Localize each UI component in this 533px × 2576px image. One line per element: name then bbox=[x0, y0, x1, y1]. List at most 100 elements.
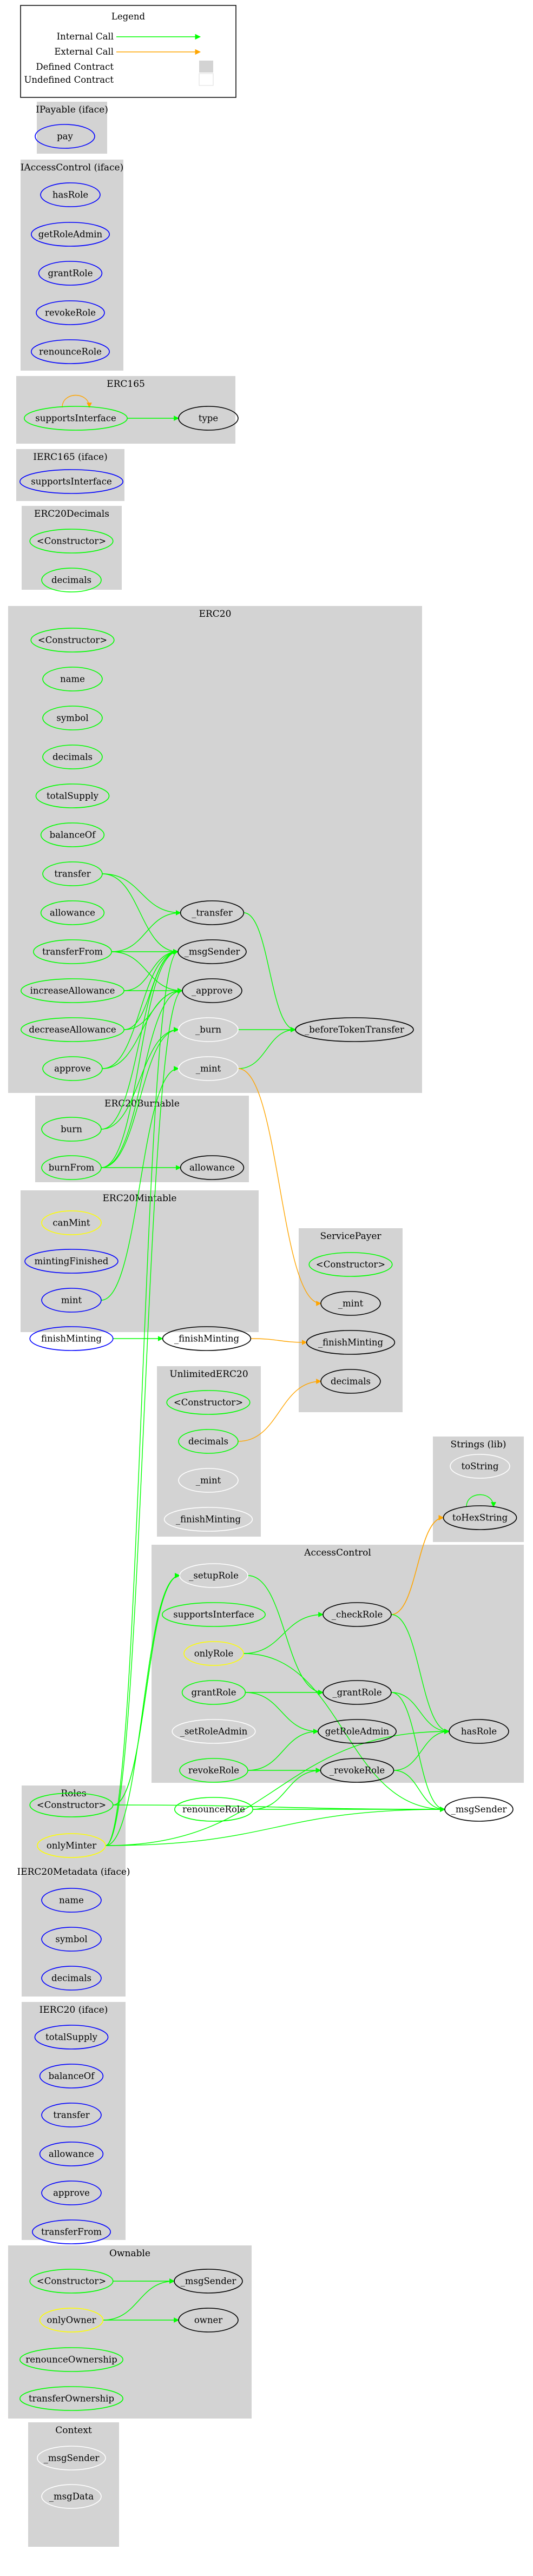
node-erc20mintable-finishminting[interactable]: finishMinting bbox=[29, 1326, 114, 1351]
node-context-msgsender[interactable]: _msgSender bbox=[37, 2446, 106, 2470]
node-erc20burnable-burnfrom[interactable]: burnFrom bbox=[41, 1155, 102, 1180]
node-ownable-renounceownership[interactable]: renounceOwnership bbox=[19, 2347, 123, 2372]
node-label: decimals bbox=[52, 752, 93, 762]
cluster-unlimitederc20: UnlimitedERC20 bbox=[157, 1366, 261, 1537]
node-ierc20-balanceof[interactable]: balanceOf bbox=[39, 2064, 104, 2089]
edge-11 bbox=[102, 949, 179, 1069]
node-erc165-type[interactable]: type bbox=[178, 406, 239, 431]
node-erc20-decimals[interactable]: decimals bbox=[42, 745, 103, 769]
node-erc20-constructor[interactable]: <Constructor> bbox=[30, 628, 115, 653]
node-ellipse bbox=[178, 1056, 239, 1081]
edge-6 bbox=[111, 951, 183, 993]
node-ellipse bbox=[19, 2386, 123, 2411]
node-ierc20-transfer[interactable]: transfer bbox=[41, 2103, 102, 2127]
node-erc20burnable-allowance[interactable]: allowance bbox=[180, 1155, 245, 1180]
node-erc20burnable-burn[interactable]: burn bbox=[41, 1117, 102, 1142]
node-iaccesscontrol-revokerole[interactable]: revokeRole bbox=[36, 300, 105, 325]
node-accesscontrol-revokerole[interactable]: _revokeRole bbox=[320, 1758, 394, 1783]
node-ownable-msgsender[interactable]: _msgSender bbox=[174, 2269, 243, 2294]
node-strings-tohexstring[interactable]: toHexString bbox=[443, 1505, 517, 1530]
node-erc20-name[interactable]: name bbox=[42, 667, 103, 691]
node-erc20-allowance[interactable]: allowance bbox=[40, 900, 105, 925]
edge-32 bbox=[243, 1653, 445, 1812]
node-ierc20-allowance[interactable]: allowance bbox=[39, 2142, 104, 2166]
edge-25 bbox=[251, 1338, 307, 1345]
node-ownable-transferownership[interactable]: transferOwnership bbox=[19, 2386, 123, 2411]
node-unlimitederc20-mint[interactable]: _mint bbox=[178, 1468, 239, 1493]
node-erc20-beforetokentransfer[interactable]: _beforeTokenTransfer bbox=[295, 1017, 414, 1042]
node-ierc165-supportsinterface[interactable]: supportsInterface bbox=[19, 469, 123, 494]
node-accesscontrol-msgsender[interactable]: _msgSender bbox=[444, 1797, 514, 1822]
node-servicepayer-constructor[interactable]: <Constructor> bbox=[308, 1252, 393, 1277]
node-context-msgdata[interactable]: _msgData bbox=[41, 2484, 102, 2509]
node-erc20-decreaseallowance[interactable]: decreaseAllowance bbox=[21, 1017, 124, 1042]
node-label: decimals bbox=[331, 1376, 371, 1387]
node-ipayable-pay[interactable]: pay bbox=[35, 124, 95, 149]
node-accesscontrol-onlyrole[interactable]: onlyRole bbox=[183, 1641, 244, 1666]
node-ierc20metadata-symbol[interactable]: symbol bbox=[41, 1927, 102, 1952]
node-iaccesscontrol-renouncerole[interactable]: renounceRole bbox=[31, 339, 110, 364]
node-erc20-approve[interactable]: approve bbox=[42, 1056, 103, 1081]
node-accesscontrol-setroleadmin[interactable]: _setRoleAdmin bbox=[172, 1719, 256, 1744]
node-erc20decimals-decimals[interactable]: decimals bbox=[41, 568, 102, 592]
node-erc20mintable-mintingfinished[interactable]: mintingFinished bbox=[24, 1249, 119, 1274]
edge-21 bbox=[101, 988, 183, 1168]
node-erc20-transfer[interactable]: transfer bbox=[42, 861, 103, 886]
node-unlimitederc20-finishminting[interactable]: _finishMinting bbox=[163, 1507, 253, 1532]
node-erc20mintable-finishminting[interactable]: _finishMinting bbox=[162, 1326, 252, 1351]
node-unlimitederc20-constructor[interactable]: <Constructor> bbox=[166, 1390, 251, 1415]
node-erc20-mint[interactable]: _mint bbox=[178, 1056, 239, 1081]
node-ierc20metadata-decimals[interactable]: decimals bbox=[41, 1966, 102, 1991]
node-label: burnFrom bbox=[49, 1163, 95, 1173]
node-accesscontrol-setuprole[interactable]: _setupRole bbox=[179, 1563, 248, 1588]
node-iaccesscontrol-getroleadmin[interactable]: getRoleAdmin bbox=[31, 222, 110, 247]
node-ierc20-transferfrom[interactable]: transferFrom bbox=[32, 2219, 111, 2244]
node-servicepayer-mint[interactable]: _mint bbox=[320, 1291, 381, 1316]
node-erc20-transferfrom[interactable]: transferFrom bbox=[33, 939, 112, 964]
node-erc20-totalsupply[interactable]: totalSupply bbox=[35, 783, 110, 808]
node-label: renounceOwnership bbox=[25, 2355, 117, 2365]
node-erc20-symbol[interactable]: symbol bbox=[42, 706, 103, 730]
node-ellipse bbox=[317, 1719, 397, 1744]
node-accesscontrol-grantrole[interactable]: _grantRole bbox=[323, 1680, 392, 1705]
node-accesscontrol-renouncerole[interactable]: renounceRole bbox=[174, 1797, 253, 1822]
node-ownable-onlyowner[interactable]: onlyOwner bbox=[39, 2308, 104, 2333]
node-iaccesscontrol-hasrole[interactable]: hasRole bbox=[40, 182, 101, 207]
node-erc20-transfer[interactable]: _transfer bbox=[180, 900, 245, 925]
node-servicepayer-finishminting[interactable]: _finishMinting bbox=[306, 1330, 396, 1355]
node-erc20-burn[interactable]: _burn bbox=[178, 1017, 239, 1042]
node-iaccesscontrol-grantrole[interactable]: grantRole bbox=[38, 261, 103, 286]
node-ellipse bbox=[42, 1056, 103, 1081]
edge-20 bbox=[101, 949, 179, 1168]
node-accesscontrol-revokerole[interactable]: revokeRole bbox=[179, 1758, 248, 1783]
node-ierc20metadata-name[interactable]: name bbox=[41, 1888, 102, 1913]
node-roles-onlyminter[interactable]: onlyMinter bbox=[37, 1833, 106, 1858]
node-erc165-supportsinterface[interactable]: supportsInterface bbox=[24, 406, 128, 431]
cluster-strings-title: Strings (lib) bbox=[450, 1439, 506, 1450]
node-ellipse bbox=[41, 1966, 102, 1991]
node-ownable-owner[interactable]: owner bbox=[178, 2308, 239, 2333]
edge-50 bbox=[105, 949, 179, 1846]
node-erc20mintable-mint[interactable]: mint bbox=[41, 1288, 102, 1313]
node-ellipse bbox=[29, 2269, 114, 2294]
node-erc20decimals-constructor[interactable]: <Constructor> bbox=[29, 529, 114, 554]
node-roles-constructor[interactable]: <Constructor> bbox=[29, 1793, 114, 1817]
node-ierc20-totalsupply[interactable]: totalSupply bbox=[34, 2025, 109, 2050]
node-accesscontrol-hasrole[interactable]: hasRole bbox=[449, 1719, 509, 1744]
node-unlimitederc20-decimals[interactable]: decimals bbox=[178, 1429, 239, 1454]
node-erc20mintable-canmint[interactable]: canMint bbox=[41, 1210, 102, 1235]
node-erc20-increaseallowance[interactable]: increaseAllowance bbox=[21, 978, 124, 1003]
node-ierc20-approve[interactable]: approve bbox=[41, 2180, 102, 2205]
node-accesscontrol-supportsinterface[interactable]: supportsInterface bbox=[161, 1602, 266, 1627]
node-accesscontrol-checkrole[interactable]: _checkRole bbox=[323, 1602, 392, 1627]
node-accesscontrol-grantrole[interactable]: grantRole bbox=[181, 1680, 246, 1705]
node-erc20-approve[interactable]: _approve bbox=[182, 978, 242, 1003]
node-erc20-balanceof[interactable]: balanceOf bbox=[40, 822, 105, 847]
node-accesscontrol-getroleadmin[interactable]: getRoleAdmin bbox=[317, 1719, 397, 1744]
node-servicepayer-decimals[interactable]: decimals bbox=[320, 1369, 381, 1394]
node-erc20-msgsender[interactable]: _msgSender bbox=[177, 939, 247, 964]
node-strings-tostring[interactable]: toString bbox=[450, 1454, 510, 1479]
node-ownable-constructor[interactable]: <Constructor> bbox=[29, 2269, 114, 2294]
node-ellipse bbox=[179, 1563, 248, 1588]
node-label: finishMinting bbox=[41, 1334, 102, 1344]
